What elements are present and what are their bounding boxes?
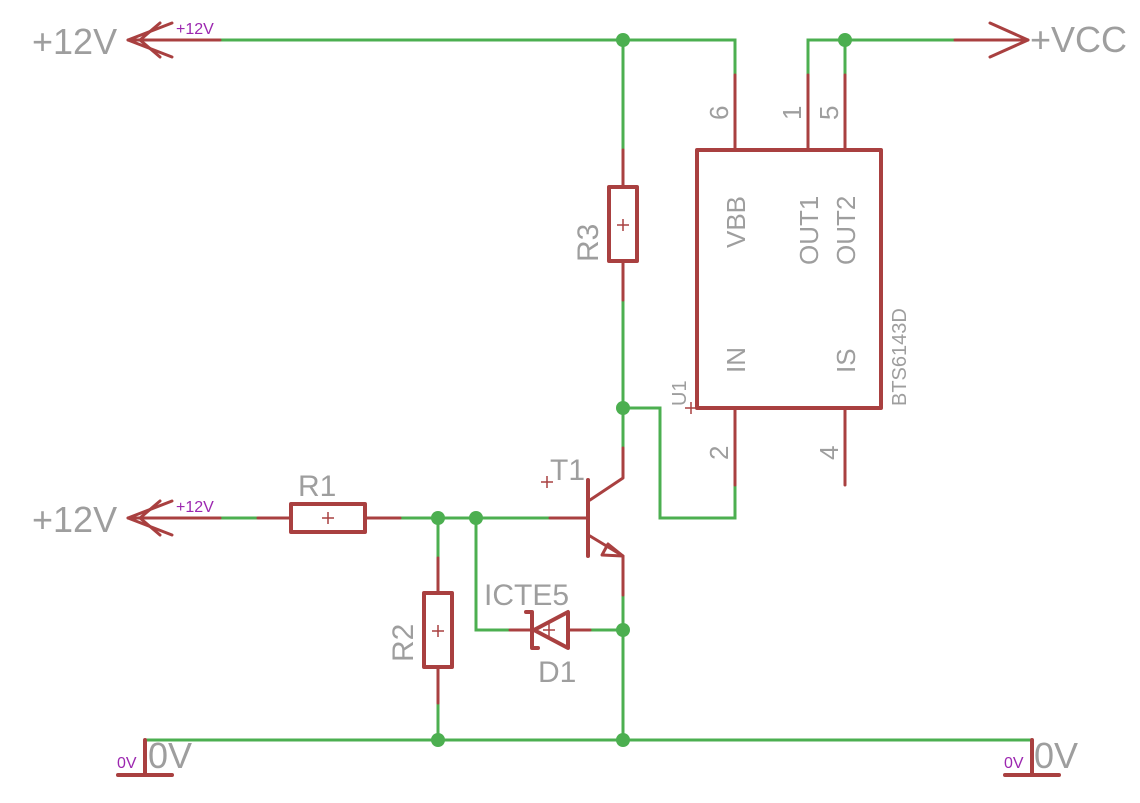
- net-label: 0V: [1004, 755, 1024, 772]
- ic-u1: 6 1 5 2 4 VBB OUT1 OUT2 IN IS U1 BTS6143…: [669, 73, 911, 487]
- component-label: T1: [550, 454, 585, 487]
- pin-name: OUT2: [831, 196, 861, 265]
- ground-label: 0V: [1034, 735, 1078, 776]
- junction-dot: [616, 33, 630, 47]
- component-label: R2: [387, 624, 420, 662]
- junction-dot: [616, 401, 630, 415]
- net-label: +12V: [176, 21, 214, 38]
- junction-dot: [431, 733, 445, 747]
- emitter-arrow-icon: [600, 542, 625, 558]
- ground-label: 0V: [148, 735, 192, 776]
- resistor-body-icon: [607, 185, 639, 263]
- ground-left: 0V 0V: [116, 735, 192, 777]
- junction-dot: [431, 511, 445, 525]
- collector-lead: [588, 446, 625, 502]
- resistor-r1: R1: [256, 470, 402, 534]
- junction-dot: [616, 733, 630, 747]
- supply-label: +VCC: [1030, 19, 1127, 60]
- resistor-r2: R2: [387, 556, 454, 705]
- resistor-body-icon: [289, 502, 367, 534]
- pin-name: IN: [721, 347, 751, 373]
- component-part-number: BTS6143D: [889, 308, 911, 406]
- pin-name: OUT1: [794, 196, 824, 265]
- junction-dot: [469, 511, 483, 525]
- component-label: D1: [538, 656, 576, 689]
- pin-number: 2: [704, 446, 734, 460]
- ic-body: [695, 148, 883, 410]
- component-label: R3: [572, 224, 605, 262]
- pin-number: 4: [814, 446, 844, 460]
- pin-name: IS: [831, 348, 861, 373]
- supply-12v-mid: +12V +12V: [32, 499, 222, 540]
- ground-right: 0V 0V: [1003, 735, 1078, 777]
- pin-number: 1: [777, 106, 807, 120]
- component-value: ICTE5: [484, 579, 569, 612]
- resistor-r3: R3: [572, 148, 639, 302]
- junction-dot: [838, 33, 852, 47]
- supply-12v-top: +12V +12V: [32, 21, 222, 62]
- component-label: R1: [298, 470, 336, 503]
- junction-dot: [616, 623, 630, 637]
- wire-to-in: [621, 406, 737, 520]
- wire-diode-left: [474, 516, 512, 632]
- supply-arrow-icon: [988, 21, 1030, 59]
- net-label: +12V: [176, 499, 214, 516]
- component-label: U1: [669, 380, 691, 406]
- transistor-t1: T1: [541, 446, 625, 597]
- pin-name: VBB: [721, 196, 751, 248]
- supply-label: +12V: [32, 499, 117, 540]
- junctions: [431, 33, 852, 747]
- supply-vcc: +VCC: [953, 19, 1127, 60]
- pin-number: 6: [704, 106, 734, 120]
- pin-number: 5: [814, 106, 844, 120]
- diode-triangle-icon: [532, 610, 570, 650]
- diode-d1: ICTE5 D1: [484, 579, 592, 689]
- supply-label: +12V: [32, 21, 117, 62]
- diode-cathode-icon: [524, 610, 540, 650]
- net-label: 0V: [117, 755, 137, 772]
- resistor-body-icon: [422, 591, 454, 669]
